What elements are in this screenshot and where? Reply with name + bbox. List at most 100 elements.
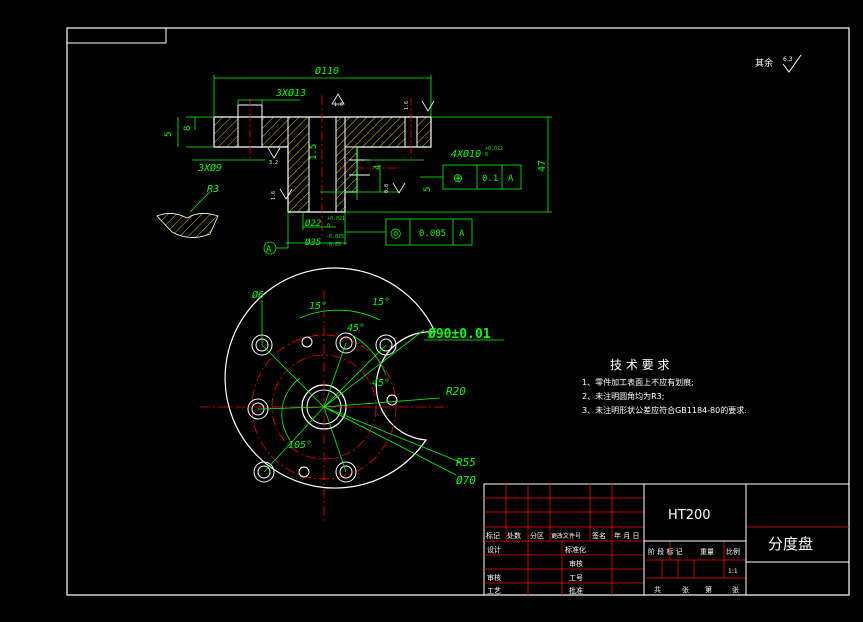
flange-left-section (213, 116, 239, 148)
dim-depth-5: 5 (164, 132, 174, 137)
tech-req-item: 3、未注明形状公差应符合GB1184-80的要求. (582, 405, 747, 415)
dim-depth-8: 8 (183, 126, 193, 131)
dim-chamfer: 1.5 (309, 144, 319, 160)
technical-requirements: 技 术 要 求 1、零件加工表面上不应有划痕; 2、未注明圆角均为R3; 3、未… (582, 358, 747, 415)
flange-mid-left-section (261, 116, 289, 148)
dim-angle-105: 105° (288, 440, 312, 451)
dim-angle-15b: 15° (372, 297, 390, 308)
tb-right-header: 比例 (726, 547, 740, 556)
position-tol-icon: ⊕ (453, 171, 463, 185)
position-tolerance-frame: ⊕ 0.1 A (420, 164, 522, 190)
dim-bore-tol-lo: 0 (485, 152, 488, 158)
border-frame (66, 27, 850, 596)
dim-bore-tol-hi: +0.022 (485, 146, 503, 152)
concentric-tolerance-frame: ◎ 0.005 A (345, 218, 473, 246)
tb-row-label: 工号 (569, 574, 583, 582)
tb-row-label: 标准化 (565, 545, 586, 554)
flange-mid-right-section (344, 116, 406, 148)
dim-dia-90: Ø90±0.01 (427, 327, 491, 342)
roughness-icon (421, 100, 435, 112)
dim-bore: 4XØ10 (451, 148, 481, 160)
tb-header: 签名 (592, 531, 606, 540)
dim-counterbore: 3XØ9 (197, 162, 222, 174)
tb-sheet-info: 共 (654, 585, 661, 594)
tb-scale: 1:1 (728, 568, 738, 575)
front-section-view: Ø110 3XØ13 3XØ9 5 8 1.5 47 5 4 4XØ10 +0.… (156, 65, 552, 255)
tb-header: 分区 (530, 531, 544, 540)
tb-sheet-info: 第 (705, 585, 712, 594)
tech-req-item: 2、未注明圆角均为R3; (582, 391, 664, 401)
flange-right-section (416, 116, 432, 148)
small-holes (298, 336, 398, 478)
tb-row-label: 批准 (569, 586, 583, 595)
dim-shaft-35-tol-lo: -0.05 (326, 242, 341, 248)
roughness-icon (279, 188, 293, 200)
dim-r3: R3 (207, 184, 219, 195)
dim-r55: R55 (456, 456, 476, 469)
dim-height: 47 (537, 160, 548, 172)
dim-shaft-22: Ø22 (305, 218, 321, 229)
dim-angle-45b: 45° (372, 378, 390, 389)
dim-holes: 3XØ13 (275, 87, 306, 99)
dim-small-5: 5 (423, 187, 433, 192)
tb-row-label: 审核 (487, 573, 501, 582)
hub-lower-right-section (344, 146, 358, 193)
title-block: HT200 分度盘 标记 处数 分区 更改文件号 签名 年 月 日 设计 审核 … (483, 483, 850, 596)
roughness-value-d: 1.6 (271, 191, 277, 200)
material-label: HT200 (668, 508, 711, 523)
tb-header: 处数 (507, 531, 521, 540)
tb-row-label: 审核 (569, 559, 583, 568)
plate-outline (224, 267, 436, 489)
dim-shaft-22-tol-hi: +0.021 (327, 216, 345, 222)
hub-right-section (335, 116, 346, 213)
roughness-icon (392, 182, 406, 194)
tb-sheet-info: 张 (682, 585, 689, 594)
concentric-tol-icon: ◎ (390, 226, 401, 241)
roughness-value-c: 3.2 (269, 160, 278, 166)
dim-dia-6: Ø6 (252, 289, 264, 301)
roughness-note-icon (782, 54, 802, 73)
roughness-value-a: 1.6 (334, 102, 343, 108)
roughness-note: 其余 6.3 (755, 54, 802, 73)
tb-right-header: 重量 (700, 548, 714, 556)
concentric-tol-value: 0.005 (419, 229, 446, 239)
tb-header: 标记 (486, 531, 500, 540)
roughness-note-label: 其余 (755, 57, 773, 69)
roughness-value-e: 0.8 (384, 184, 390, 193)
tb-header: 年 月 日 (614, 531, 639, 540)
dim-shaft-35: Ø35 (305, 237, 321, 248)
tech-req-title: 技 术 要 求 (610, 358, 669, 372)
dim-angle-45a: 45° (347, 323, 365, 334)
roughness-value-b: 1.6 (404, 101, 410, 110)
tech-req-item: 1、零件加工表面上不应有划痕; (582, 377, 694, 387)
dim-shaft-35-tol-hi: -0.025 (326, 234, 344, 240)
hub-left-section (287, 116, 310, 213)
tb-row-label: 设计 (487, 545, 501, 554)
tb-header: 更改文件号 (551, 532, 581, 540)
tb-right-header: 阶 段 标 记 (648, 547, 683, 556)
roughness-note-value: 6.3 (783, 56, 793, 63)
position-tol-value: 0.1 (482, 174, 498, 184)
roughness-marks: 1.6 1.6 3.2 1.6 0.8 (267, 93, 435, 200)
code-box (66, 27, 167, 44)
roughness-icon (267, 147, 281, 159)
concentric-tol-datum: A (459, 229, 465, 239)
part-name-label: 分度盘 (768, 535, 813, 553)
position-tol-datum: A (508, 174, 514, 184)
datum-a-label: A (266, 245, 272, 255)
dim-angle-15a: 15° (309, 301, 327, 312)
tb-row-label: 工艺 (487, 587, 501, 595)
dim-dia-70: Ø70 (456, 474, 476, 487)
dim-overall-width: Ø110 (315, 65, 339, 77)
dim-r20: R20 (446, 385, 466, 398)
bolt-holes (247, 332, 397, 483)
r3-detail: R3 (156, 184, 219, 238)
dim-shaft-22-tol-lo: 0 (327, 223, 330, 229)
top-view: Ø6 15° 15° 45° 45° 105° Ø90±0.01 R20 R55… (200, 267, 504, 522)
datum-a: A (263, 241, 288, 255)
roughness-icon (331, 93, 345, 105)
dim-four: 4 (373, 165, 383, 170)
tb-sheet-info: 张 (732, 585, 739, 594)
